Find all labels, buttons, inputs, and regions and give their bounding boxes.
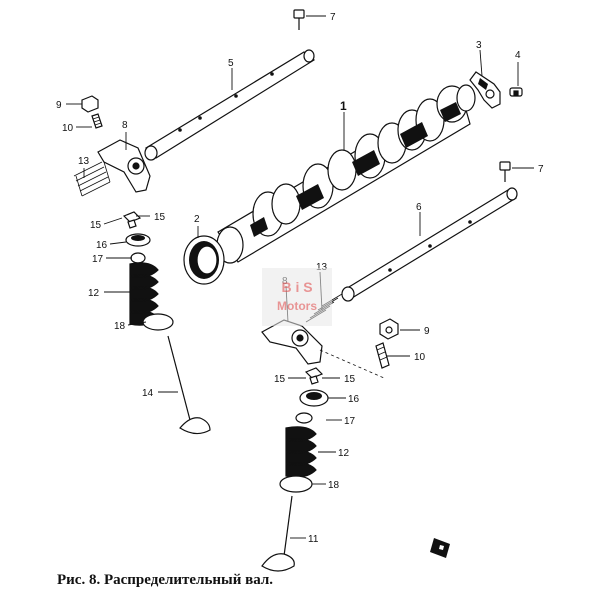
callout-17a: 17 xyxy=(92,254,104,265)
svg-text:Motors: Motors xyxy=(277,299,317,313)
callout-4: 4 xyxy=(515,50,521,61)
thrust-plate xyxy=(469,71,501,109)
callout-9a: 9 xyxy=(56,100,62,111)
callout-5: 5 xyxy=(228,58,234,69)
shaft-bolt-lower xyxy=(499,161,511,182)
figure-caption: Рис. 8. Распределительный вал. xyxy=(57,572,274,588)
callout-15c: 15 xyxy=(274,374,286,385)
valve-seal-lower xyxy=(304,367,324,385)
retainer-upper xyxy=(125,233,151,247)
adjust-screw-lower xyxy=(375,342,390,369)
callout-7b: 7 xyxy=(538,164,544,175)
callout-18a: 18 xyxy=(114,321,126,332)
callout-11: 11 xyxy=(308,534,319,545)
callout-15a: 15 xyxy=(90,220,102,231)
shaft-bolt-upper xyxy=(293,9,305,30)
callout-12b: 12 xyxy=(338,448,350,459)
callout-8a: 8 xyxy=(122,120,128,131)
leader-lines xyxy=(66,15,534,539)
callout-16b: 16 xyxy=(348,394,360,405)
camshaft xyxy=(216,84,476,264)
callout-17b: 17 xyxy=(344,416,356,427)
valve-lower xyxy=(261,495,295,572)
callout-10b: 10 xyxy=(414,352,426,363)
valve-spring-upper xyxy=(129,262,174,331)
callout-18b: 18 xyxy=(328,480,340,491)
callout-13b: 13 xyxy=(316,262,328,273)
callout-6: 6 xyxy=(416,202,422,213)
callout-16a: 16 xyxy=(96,240,108,251)
valve-spring-lower xyxy=(279,426,317,493)
adjust-screw-upper xyxy=(91,113,103,129)
watermark-logo: B i S Motors xyxy=(262,268,332,326)
callout-3: 3 xyxy=(476,40,482,51)
lock-nut-lower xyxy=(379,318,399,340)
oil-seal xyxy=(183,235,225,285)
svg-text:B i S: B i S xyxy=(281,279,312,295)
lock-nut-upper xyxy=(81,95,99,113)
callout-14: 14 xyxy=(142,388,154,399)
callout-9b: 9 xyxy=(424,326,430,337)
retainer-lower xyxy=(299,389,329,407)
callout-15d: 15 xyxy=(344,374,356,385)
valve-upper xyxy=(167,335,211,435)
callout-7a: 7 xyxy=(330,12,336,23)
plate-bolt xyxy=(509,87,523,97)
rocker-shaft-lower xyxy=(341,187,518,302)
callout-1: 1 xyxy=(340,99,347,113)
spring-seat-lower xyxy=(295,412,313,424)
valve-seal-upper xyxy=(122,211,142,229)
rocker-shaft-upper xyxy=(144,49,316,161)
rocker-spring-upper xyxy=(73,161,111,197)
spring-seat-upper xyxy=(130,252,146,264)
callout-13a: 13 xyxy=(78,156,90,167)
callout-10a: 10 xyxy=(62,123,74,134)
direction-arrow-icon xyxy=(430,538,450,558)
callout-15b: 15 xyxy=(154,212,166,223)
callout-2: 2 xyxy=(194,214,200,225)
rocker-arm-lower xyxy=(261,319,323,365)
callout-12a: 12 xyxy=(88,288,100,299)
